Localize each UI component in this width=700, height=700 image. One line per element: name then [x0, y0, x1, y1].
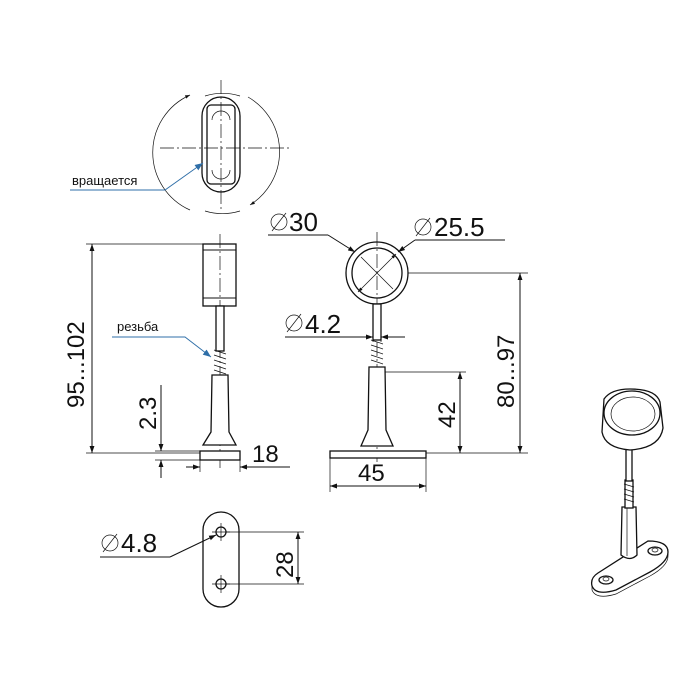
- height-side-dimension: 95...102: [63, 243, 203, 454]
- hole-spacing-dimension: 28: [226, 531, 304, 585]
- lower-height-dimension: 42: [385, 371, 466, 453]
- base-plate-view: [202, 511, 240, 608]
- base-thickness-dimension: 2.3: [135, 385, 200, 478]
- height-side-label: 95...102: [63, 321, 90, 408]
- ring-outer-label: 30: [289, 207, 318, 237]
- isometric-view: [590, 388, 669, 597]
- stem-diameter-label: 4.2: [305, 309, 341, 339]
- ring-inner-dimension: 25.5: [397, 212, 505, 253]
- height-front-label: 80...97: [493, 335, 520, 408]
- hole-spacing-label: 28: [272, 551, 299, 578]
- hole-diameter-dimension: 4.8: [100, 528, 217, 558]
- side-view: [199, 234, 241, 470]
- ring-outer-dimension: 30: [268, 207, 356, 253]
- top-view: [152, 80, 290, 214]
- base-thickness-label: 2.3: [135, 397, 162, 430]
- lower-height-label: 42: [434, 401, 461, 428]
- front-view: [329, 232, 427, 462]
- base-width-side-label: 18: [252, 441, 279, 468]
- thread-note: резьба: [117, 319, 159, 334]
- ring-inner-label: 25.5: [434, 212, 485, 242]
- thread-leader: [112, 336, 212, 358]
- rotates-leader: [70, 162, 204, 191]
- stem-diameter-dimension: 4.2: [285, 309, 405, 342]
- height-front-dimension: 80...97: [408, 272, 528, 454]
- base-width-front-label: 45: [358, 460, 385, 487]
- base-width-front-dimension: 45: [329, 458, 427, 492]
- hole-diameter-label: 4.8: [121, 528, 157, 558]
- base-width-side-dimension: 18: [186, 441, 290, 472]
- rotates-note: вращается: [72, 173, 137, 188]
